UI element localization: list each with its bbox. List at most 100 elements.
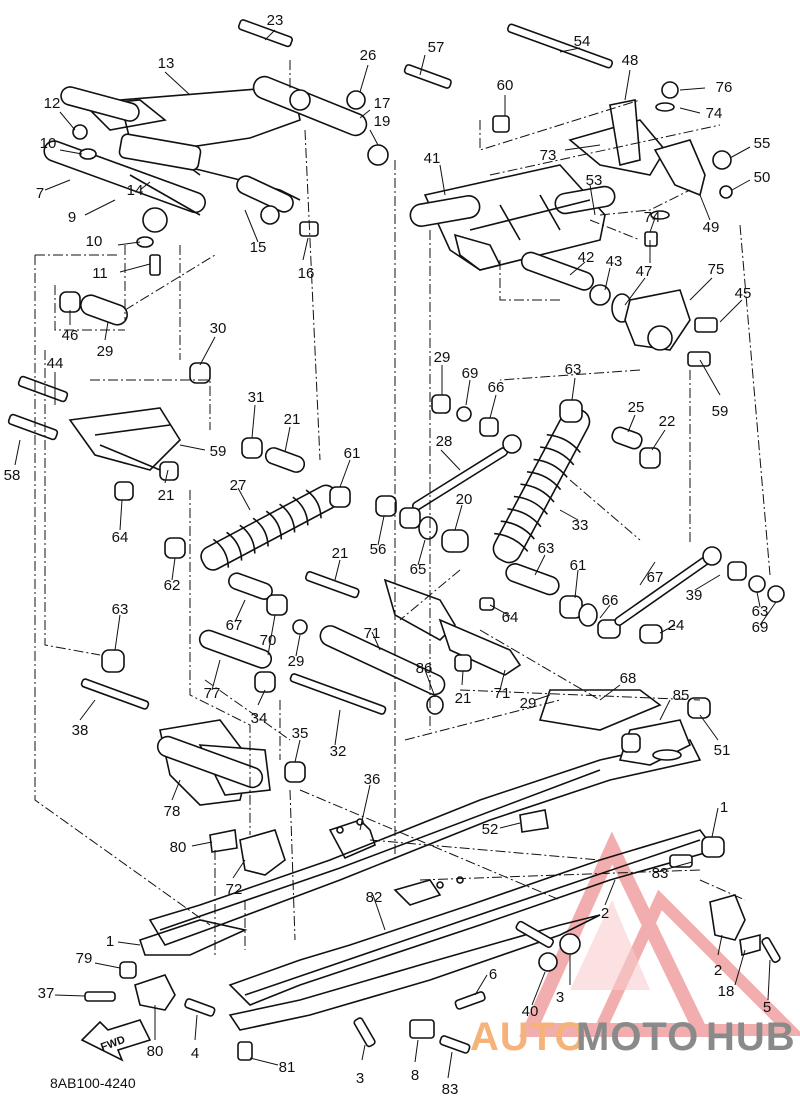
watermark-auto: AUTO [470,1015,587,1059]
callout-65: 65 [410,561,427,578]
callout-53: 53 [586,172,603,189]
callout-25: 25 [628,399,645,416]
callout-2: 2 [601,905,609,922]
callout-59: 59 [210,443,227,460]
callout-63: 63 [538,540,555,557]
callout-3: 3 [356,1070,364,1087]
callout-44: 44 [47,355,64,372]
callout-38: 38 [72,722,89,739]
callout-77: 77 [204,685,221,702]
callout-21: 21 [332,545,349,562]
callout-71: 71 [494,685,511,702]
callout-7: 7 [36,185,44,202]
callout-83: 83 [652,865,669,882]
callout-41: 41 [424,150,441,167]
callout-55: 55 [754,135,771,152]
center-axle-assembly [80,571,522,715]
callout-61: 61 [344,445,361,462]
callout-64: 64 [502,609,519,626]
callout-4: 4 [191,1045,199,1062]
front-axle-bracket [156,719,306,806]
front-arm-assembly [43,75,368,233]
callout-71: 71 [364,625,381,642]
callout-28: 28 [436,433,453,450]
callout-15: 15 [250,239,267,256]
callout-57: 57 [428,39,445,56]
callout-21: 21 [284,411,301,428]
callout-61: 61 [570,557,587,574]
callout-49: 49 [703,219,720,236]
callout-50: 50 [754,169,771,186]
callout-2: 2 [714,962,722,979]
callout-74: 74 [706,105,723,122]
callout-70: 70 [260,632,277,649]
callout-82: 82 [366,889,383,906]
callout-69: 69 [462,365,479,382]
callout-5: 5 [763,999,771,1016]
upper-left-hardware [59,19,389,384]
callout-73: 73 [540,147,557,164]
callout-63: 63 [112,601,129,618]
callout-79: 79 [76,950,93,967]
fwd-arrow-icon: FWD [80,1019,152,1062]
callout-60: 60 [497,77,514,94]
callout-80: 80 [170,839,187,856]
callout-20: 20 [456,491,473,508]
callout-14: 14 [127,182,144,199]
callout-16: 16 [298,265,315,282]
callout-67: 67 [647,569,664,586]
callout-54: 54 [574,33,591,50]
callout-63: 63 [565,361,582,378]
callout-63: 63 [752,603,769,620]
callout-21: 21 [455,690,472,707]
callout-75: 75 [708,261,725,278]
callout-11: 11 [92,265,108,282]
callout-19: 19 [374,113,391,130]
callout-56: 56 [370,541,387,558]
assembly-lines [34,60,771,955]
callout-29: 29 [97,343,114,360]
leader-lines [14,29,777,1079]
callout-43: 43 [606,253,623,270]
callout-76: 76 [716,79,733,96]
callout-48: 48 [622,52,639,69]
callout-86: 86 [416,660,433,677]
callout-42: 42 [578,249,595,266]
callout-23: 23 [267,12,284,29]
callout-34: 34 [251,710,268,727]
callout-29: 29 [288,653,305,670]
watermark-hub: HUB [706,1015,796,1059]
callout-10: 10 [40,135,57,152]
callout-67: 67 [226,617,243,634]
callout-26: 26 [360,47,377,64]
callout-17: 17 [374,95,391,112]
callout-66: 66 [602,592,619,609]
callout-27: 27 [230,477,247,494]
callout-1: 1 [720,799,728,816]
callout-80: 80 [147,1043,164,1060]
callout-39: 39 [686,587,703,604]
callout-47: 47 [636,263,653,280]
callout-66: 66 [488,379,505,396]
diagram-code: 8AB100-4240 [50,1075,136,1091]
callout-52: 52 [482,821,499,838]
callout-32: 32 [330,743,347,760]
callout-72: 72 [226,881,243,898]
callout-78: 78 [164,803,181,820]
watermark-moto: MOTO [576,1015,699,1059]
callout-83: 83 [442,1081,459,1098]
callout-58: 58 [4,467,21,484]
callout-13: 13 [158,55,175,72]
callout-46: 46 [62,327,79,344]
callout-21: 21 [158,487,175,504]
callout-37: 37 [38,985,55,1002]
callout-81: 81 [279,1059,296,1076]
callout-6: 6 [489,966,497,983]
callout-22: 22 [659,413,676,430]
callout-62: 62 [164,577,181,594]
callout-85: 85 [673,687,690,704]
callout-40: 40 [522,1003,539,1020]
callout-8: 8 [411,1067,419,1084]
